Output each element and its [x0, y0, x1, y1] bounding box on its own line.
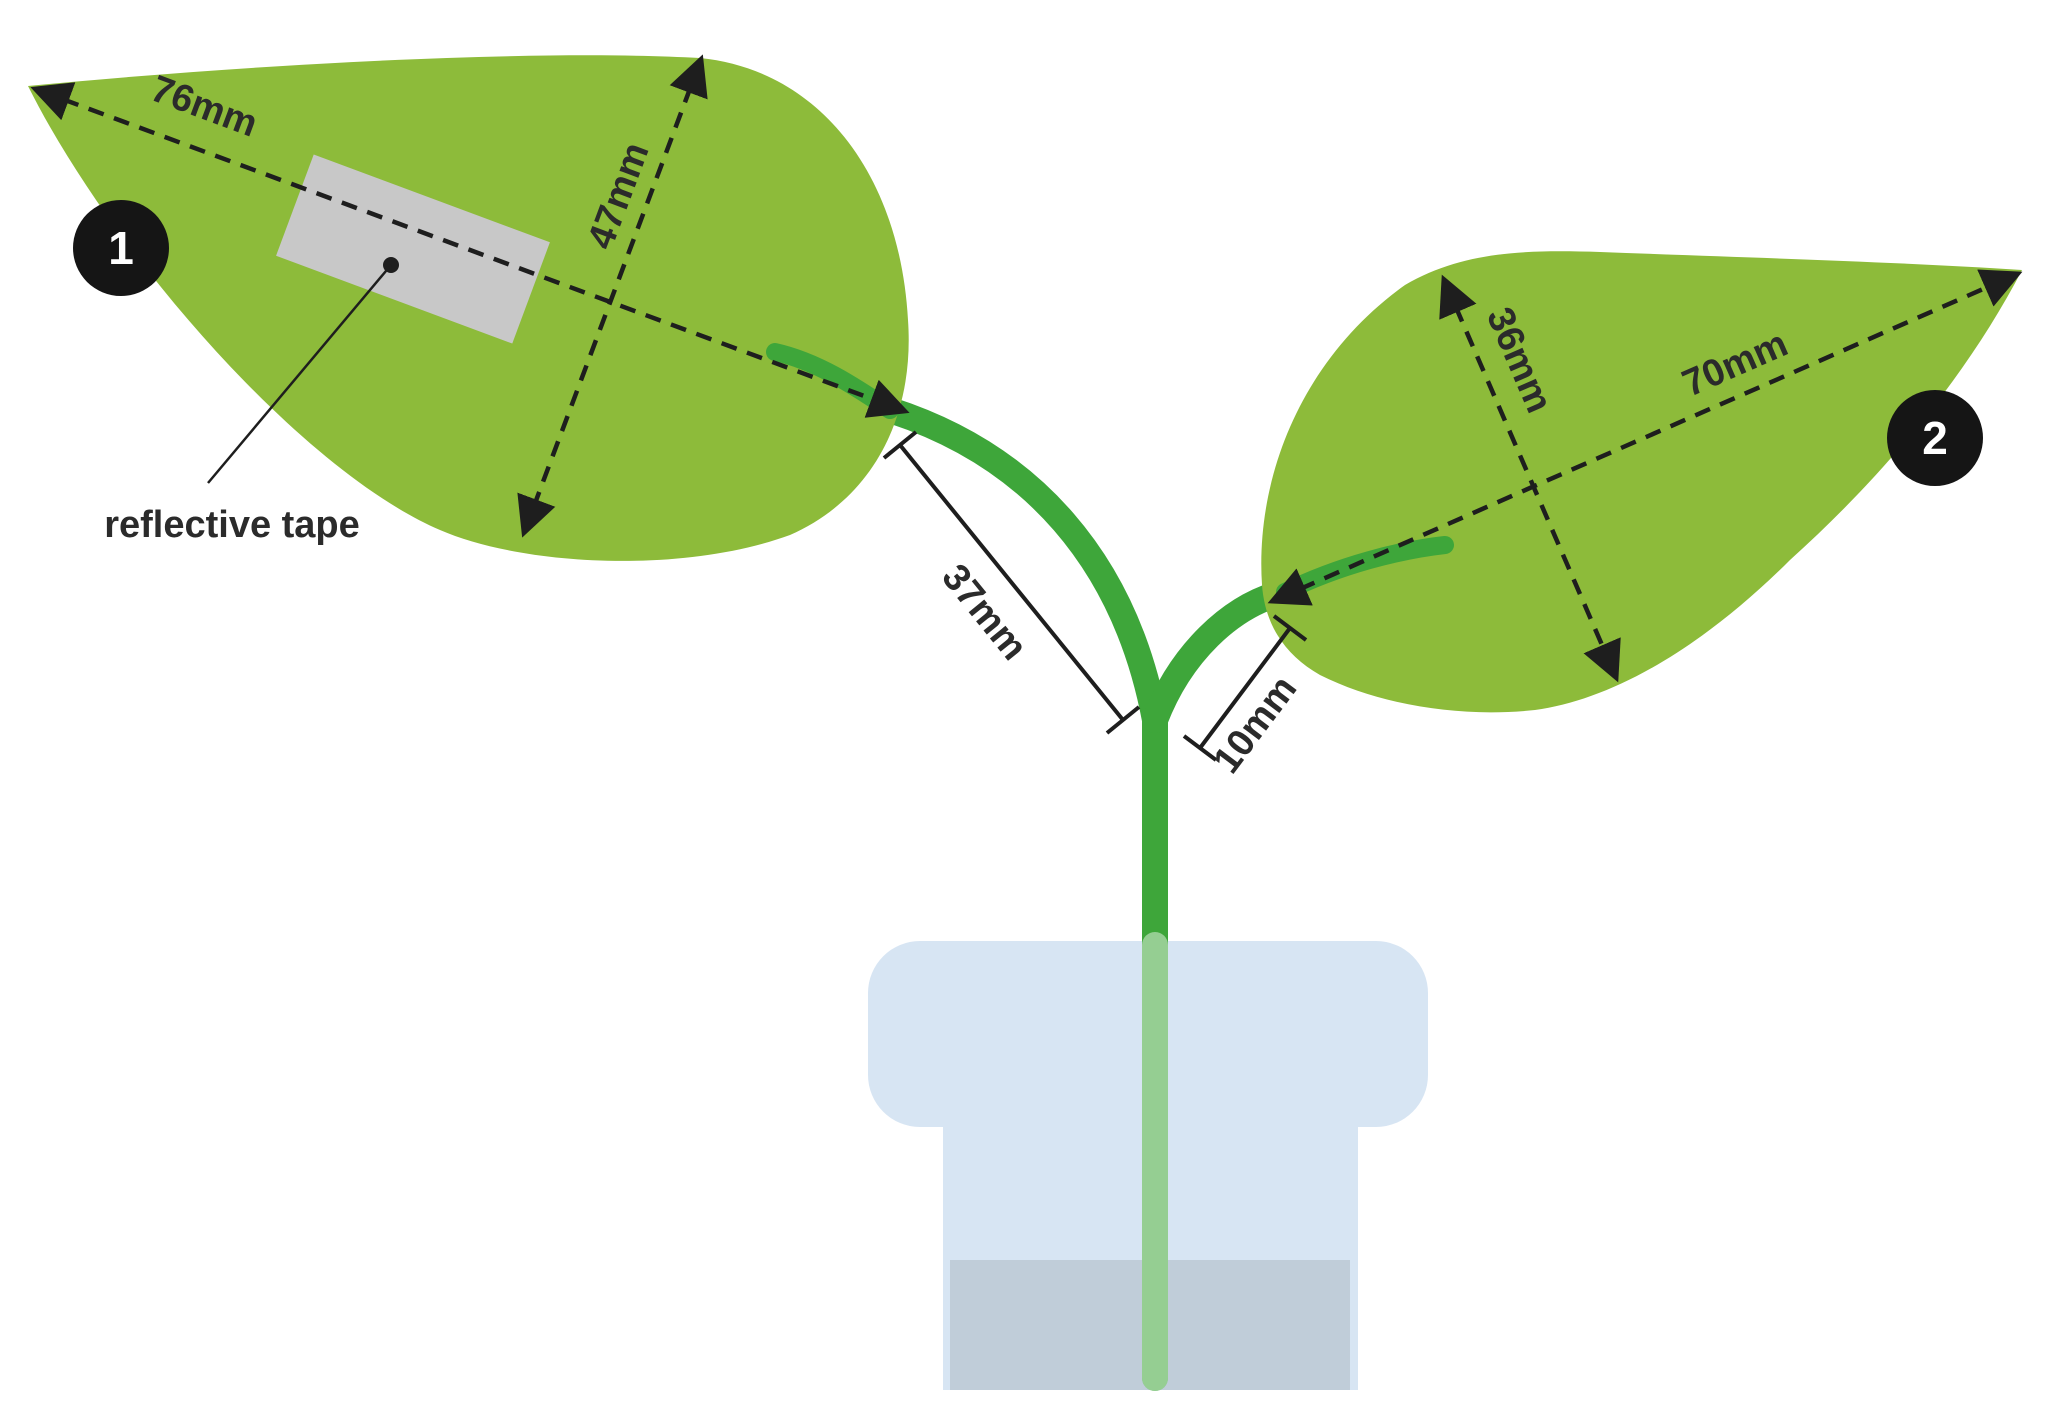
- leaf-1-length-arrow: [30, 82, 910, 418]
- petiole-right-end-cap: [1272, 614, 1308, 642]
- leaf-2: 36mm 70mm: [1261, 251, 2023, 713]
- petiole-left: [877, 397, 1168, 733]
- leaf-1-number-badge: 1: [73, 200, 169, 296]
- leaf-2-number-badge: 2: [1887, 390, 1983, 486]
- petiole-left-end-cap: [882, 430, 918, 460]
- petiole-left-label: 37mm: [933, 557, 1035, 669]
- leaf-1-badge-circle: [73, 200, 169, 296]
- petiole-right-start-cap: [1182, 734, 1218, 762]
- leaf-2-badge-circle: [1887, 390, 1983, 486]
- reflective-tape-leader: [207, 264, 392, 484]
- reflective-tape-label: reflective tape: [104, 504, 360, 546]
- leaf-1-badge-label: 1: [108, 222, 134, 274]
- petiole-left-start-cap: [1105, 705, 1141, 735]
- leaf-2-width-arrow: [1439, 274, 1621, 683]
- petiole-left-dimension-line: [898, 443, 1125, 722]
- petiole-right-dimension-line: [1198, 626, 1292, 750]
- leaf-1-width-arrow: [517, 54, 708, 538]
- petiole-right-label: 10mm: [1206, 668, 1306, 781]
- stem: [877, 397, 1298, 1391]
- leaf-2-blade: [1261, 251, 2022, 713]
- leaf-2-badge-label: 2: [1922, 412, 1948, 464]
- leaf-1: 76mm 47mm reflective tape: [28, 54, 910, 561]
